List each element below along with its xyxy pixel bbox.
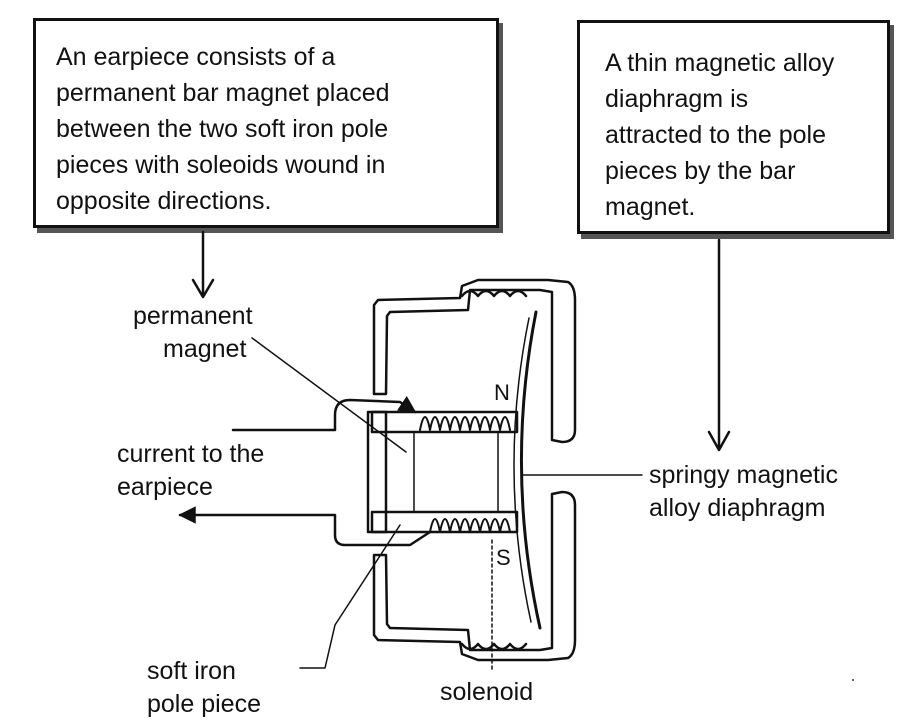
callout-right-line-5: magnet. [605, 193, 696, 221]
diaphragm [519, 310, 542, 630]
soft-iron-leader [299, 524, 401, 669]
callout-left-line-4: pieces with soleoids wound in [56, 151, 386, 179]
label-permanent-magnet-line-2: magnet [163, 335, 247, 363]
label-current-line-1: current to the [117, 440, 265, 468]
callout-left-line-5: opposite directions. [56, 187, 272, 215]
callout-right-line-4: pieces by the bar [605, 157, 796, 185]
upper-coil-bumps [460, 289, 528, 298]
permanent-magnet [385, 431, 415, 513]
callout-earpiece-description: An earpiece consists of a permanent bar … [33, 18, 499, 228]
label-soft-iron-line-1: soft iron [147, 657, 236, 685]
callout-right-line-3: attracted to the pole [605, 121, 826, 149]
callout-left-line-2: permanent bar magnet placed [56, 79, 390, 107]
casing-lower [372, 490, 577, 662]
right-callout-arrow [707, 238, 731, 452]
label-pole-south: S [496, 545, 511, 570]
lower-coil-bumps [460, 642, 528, 651]
label-soft-iron-pole-piece: soft iron pole piece [147, 655, 261, 721]
label-pole-north: N [494, 380, 510, 405]
current-out-wire [178, 506, 432, 547]
label-current-to-earpiece: current to the earpiece [117, 438, 264, 504]
upper-solenoid [419, 416, 511, 431]
lower-pole-piece [370, 510, 519, 534]
label-springy-diaphragm: springy magnetic alloy diaphragm [649, 459, 838, 525]
diaphragm-inner [513, 317, 532, 623]
lower-solenoid [429, 518, 511, 533]
callout-diaphragm-description: A thin magnetic alloy diaphragm is attra… [577, 20, 890, 234]
current-in-wire [231, 395, 417, 432]
left-callout-arrow [191, 230, 215, 299]
label-current-line-2: earpiece [117, 473, 213, 501]
callout-left-line-3: between the two soft iron pole [56, 115, 389, 143]
callout-left-line-1: An earpiece consists of a [56, 43, 336, 71]
label-solenoid: solenoid [440, 678, 534, 706]
upper-pole-piece [370, 410, 519, 434]
label-permanent-magnet: permanent magnet [133, 300, 253, 366]
callout-right-line-2: diaphragm is [605, 85, 749, 113]
callout-right-line-1: A thin magnetic alloy [605, 49, 835, 77]
label-diaphragm-line-1: springy magnetic [649, 461, 838, 489]
label-diaphragm-line-2: alloy diaphragm [649, 494, 826, 522]
label-permanent-magnet-line-1: permanent [133, 302, 253, 330]
label-soft-iron-line-2: pole piece [147, 690, 261, 718]
permanent-magnet-leader [251, 337, 407, 453]
casing-upper [372, 278, 577, 444]
